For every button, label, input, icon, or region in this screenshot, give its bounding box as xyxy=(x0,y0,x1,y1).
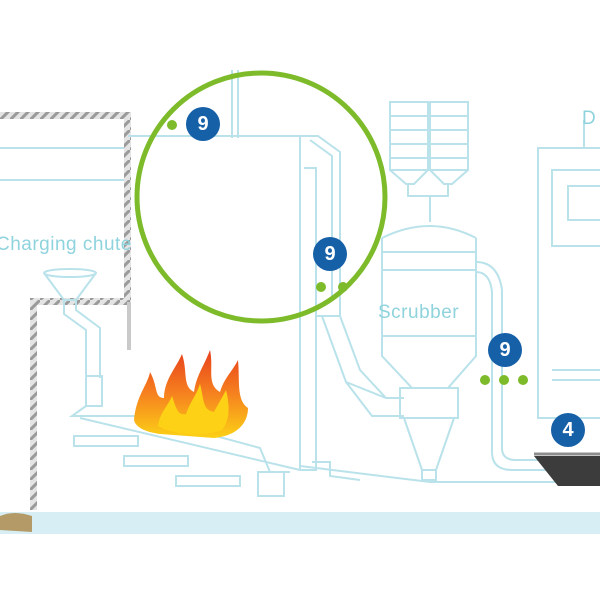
sensor-dot xyxy=(316,282,326,292)
flue-duct xyxy=(321,315,404,417)
charging-building xyxy=(0,112,131,510)
ground-band xyxy=(0,512,600,534)
step-badge[interactable]: 9 xyxy=(313,237,347,271)
step-badge[interactable]: 9 xyxy=(488,333,522,367)
sensor-dot xyxy=(499,375,509,385)
sensor-dot xyxy=(480,375,490,385)
step-badge[interactable]: 4 xyxy=(551,413,585,447)
charging-funnel xyxy=(43,268,142,417)
highlight-circle xyxy=(134,70,388,324)
scrubber-outlet-pipe xyxy=(475,261,560,471)
scrubber-vessel xyxy=(299,225,600,483)
waste-pile xyxy=(0,513,32,532)
charging-chute-label: Charging chute xyxy=(0,234,132,255)
cutoff-label: D xyxy=(582,108,597,129)
right-equipment xyxy=(537,120,600,419)
silos xyxy=(389,101,469,222)
fire-icon xyxy=(134,350,248,438)
conveyor xyxy=(534,456,600,486)
step-badge[interactable]: 9 xyxy=(186,107,220,141)
sensor-dot xyxy=(518,375,528,385)
sensor-dot xyxy=(167,120,177,130)
scrubber-label: Scrubber xyxy=(378,302,460,323)
sensor-dot xyxy=(338,282,348,292)
